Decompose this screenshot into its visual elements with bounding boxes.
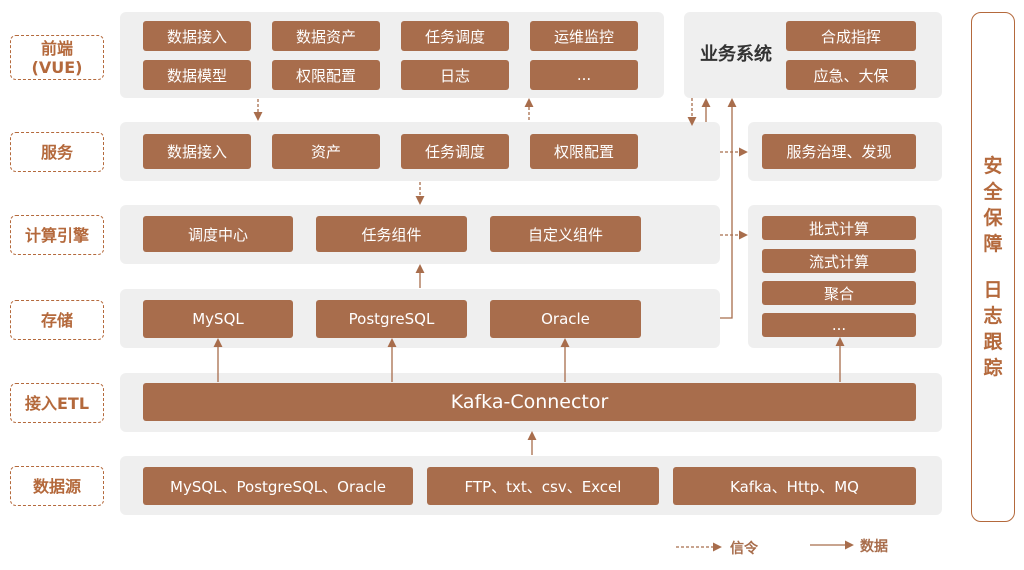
compute-task-component: 任务组件 [316,216,467,252]
datasource-streams: Kafka、Http、MQ [673,467,916,505]
frontend-data-assets: 数据资产 [272,21,380,51]
side-char: 保 [983,207,1003,229]
layer-label-compute: 计算引擎 [10,215,104,255]
layer-label-service: 服务 [10,132,104,172]
service-governance: 服务治理、发现 [762,134,916,169]
business-system-title: 业务系统 [700,44,772,65]
side-char: 日 [983,279,1003,301]
service-permissions: 权限配置 [530,134,638,169]
layer-label-storage: 存储 [10,300,104,340]
side-char: 跟 [983,331,1003,353]
business-emergency: 应急、大保 [786,60,916,90]
side-char: 安 [983,155,1003,177]
logging-label: 日志跟踪 [983,277,1003,381]
frontend-ops-monitoring: 运维监控 [530,21,638,51]
compute-type-more: ... [762,313,916,337]
service-task-scheduling: 任务调度 [401,134,509,169]
layer-label-datasource: 数据源 [10,466,104,506]
logging-text: 日志跟踪 [983,277,1003,381]
etl-kafka-connector: Kafka-Connector [143,383,916,421]
frontend-data-ingest: 数据接入 [143,21,251,51]
compute-scheduler: 调度中心 [143,216,293,252]
layer-label-frontend-text: 前端 (VUE) [31,38,83,77]
storage-postgresql: PostgreSQL [316,300,467,338]
legend-data-label: 数据 [860,539,888,555]
security-logging-bar: 安全保障 日志跟踪 [971,12,1015,522]
side-char: 志 [983,305,1003,327]
legend-signal-label: 信令 [730,541,758,557]
security-text: 安全保障 [983,153,1003,257]
arrow-storage-to-business [720,98,737,319]
compute-type-aggregate: 聚合 [762,281,916,305]
frontend-data-model: 数据模型 [143,60,251,90]
storage-mysql: MySQL [143,300,293,338]
datasource-files: FTP、txt、csv、Excel [427,467,659,505]
service-assets: 资产 [272,134,380,169]
storage-oracle: Oracle [490,300,641,338]
service-data-ingest: 数据接入 [143,134,251,169]
datasource-databases: MySQL、PostgreSQL、Oracle [143,467,413,505]
frontend-permissions: 权限配置 [272,60,380,90]
compute-custom-component: 自定义组件 [490,216,641,252]
side-char: 踪 [983,357,1003,379]
security-label: 安全保障 [983,153,1003,257]
business-command: 合成指挥 [786,21,916,51]
compute-type-stream: 流式计算 [762,249,916,273]
side-char: 障 [983,233,1003,255]
side-char: 全 [983,181,1003,203]
layer-label-frontend: 前端 (VUE) [10,35,104,80]
compute-type-batch: 批式计算 [762,216,916,240]
frontend-task-scheduling: 任务调度 [401,21,509,51]
frontend-logs: 日志 [401,60,509,90]
frontend-more: ... [530,60,638,90]
layer-label-etl: 接入ETL [10,383,104,423]
